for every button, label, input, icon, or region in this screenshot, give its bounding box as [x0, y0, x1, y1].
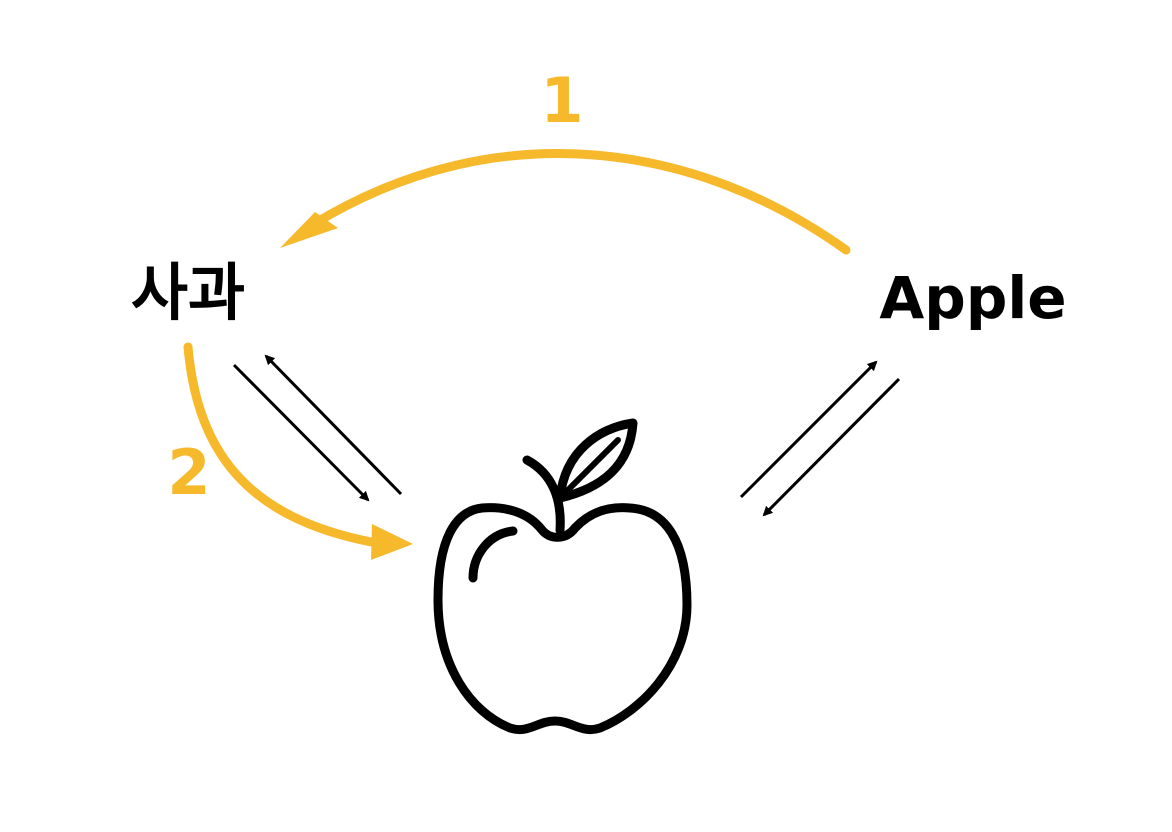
step-one-arrow	[280, 149, 851, 255]
english-link-arrows	[739, 360, 901, 517]
step-one-arrowhead	[280, 212, 338, 248]
step-two-arrow	[183, 342, 413, 560]
step-two-arrowhead	[371, 524, 413, 560]
step-two-number: 2	[167, 436, 210, 509]
korean-link-arrows	[232, 354, 403, 502]
korean-word-label: 사과	[131, 256, 245, 329]
apple-icon	[433, 418, 692, 734]
step-one-number: 1	[540, 64, 583, 137]
english-word-label: Apple	[879, 264, 1066, 332]
